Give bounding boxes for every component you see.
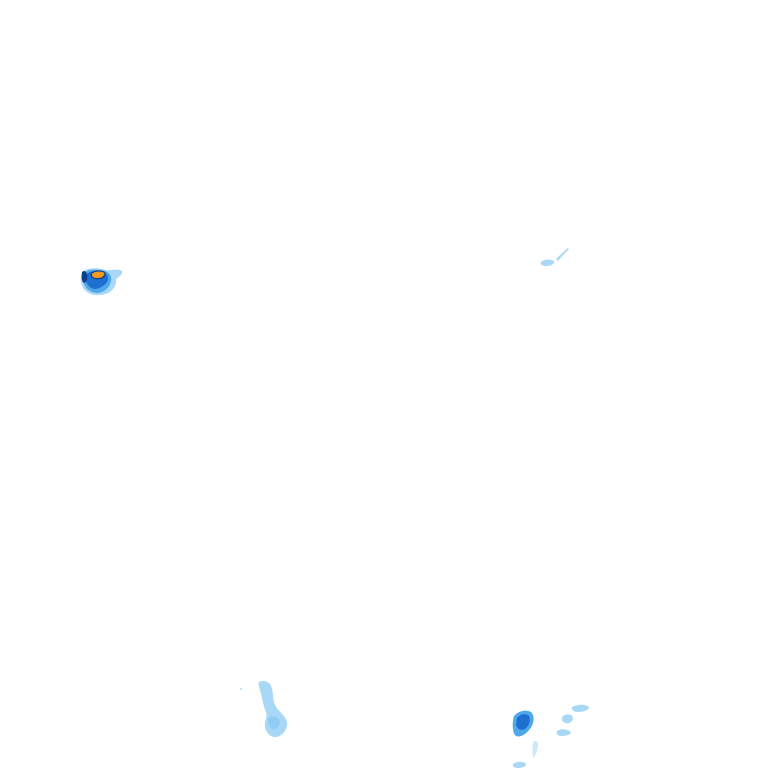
northeast-blob: [540, 259, 555, 266]
southeast-trail: [532, 740, 538, 758]
south-central-inner: [268, 716, 280, 729]
southeast-main-core: [516, 714, 530, 730]
west-cell-edge: [81, 270, 88, 283]
precip-cell-west: [80, 268, 123, 296]
northeast-streak: [556, 248, 569, 261]
precip-cell-south-central: [240, 681, 288, 738]
southeast-east-blob: [561, 714, 573, 724]
southeast-lower-blob: [556, 729, 571, 736]
precip-cell-northeast: [540, 248, 569, 266]
southeast-northeast-blob: [571, 704, 589, 712]
west-cell-heavy-core: [90, 270, 106, 280]
precip-cell-southeast: [512, 704, 589, 768]
south-central-speck: [240, 688, 242, 690]
southeast-bottom-blob: [512, 761, 526, 768]
south-central-band: [258, 681, 288, 738]
